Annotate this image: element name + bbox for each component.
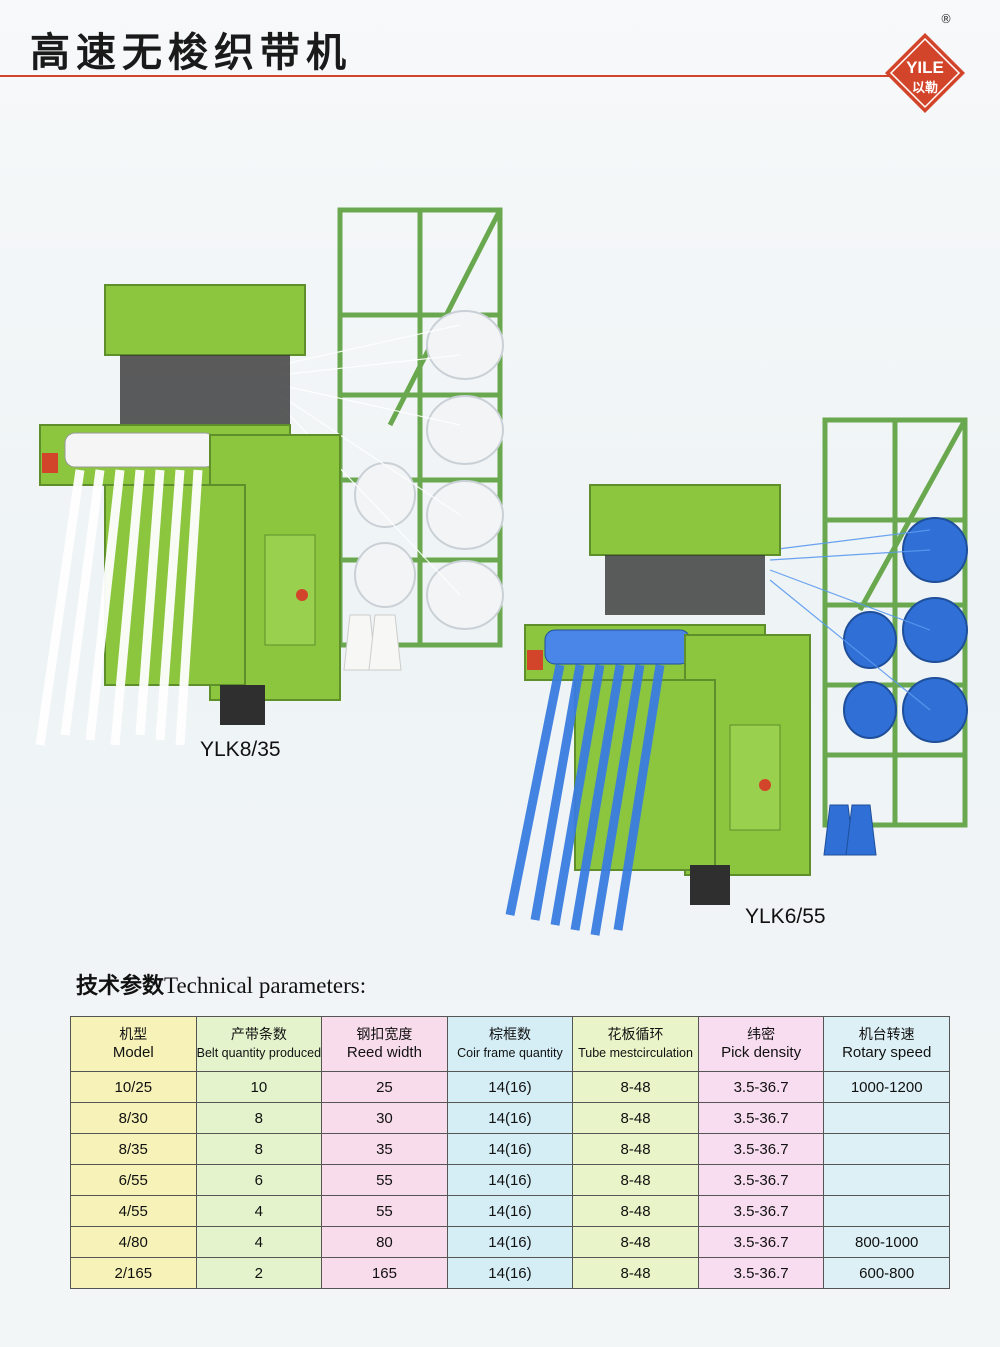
cell-coir-frame: 14(16) [446,1257,574,1289]
creel-frame [822,417,968,828]
cell-reed-width: 80 [321,1226,448,1258]
cell-model: 4/55 [70,1195,197,1227]
cell-rotary-speed: 800-1000 [823,1226,950,1258]
table-row: 4/55 4 55 14(16) 8-48 3.5-36.7 [70,1195,950,1227]
cell-tube-circulation: 8-48 [572,1164,699,1196]
cell-belt-quantity: 10 [195,1071,323,1103]
cell-belt-quantity: 4 [195,1195,323,1227]
cell-model: 8/35 [70,1133,197,1165]
cell-pick-density: 3.5-36.7 [697,1133,825,1165]
cell-model: 2/165 [70,1257,197,1289]
cell-tube-circulation: 8-48 [572,1102,699,1134]
cell-model: 10/25 [70,1071,197,1103]
yarn-cones [343,614,402,671]
machine-illustration-ylk8-35 [35,207,504,746]
cell-belt-quantity: 4 [195,1226,323,1258]
table-row: 2/165 2 165 14(16) 8-48 3.5-36.7 600-800 [70,1257,950,1289]
page-title: 高速无梭织带机 [30,29,352,76]
cell-rotary-speed [823,1102,950,1134]
table-row: 8/30 8 30 14(16) 8-48 3.5-36.7 [70,1102,950,1134]
logo-text-zh: 以勒 [912,80,938,96]
cell-tube-circulation: 8-48 [572,1257,699,1289]
yarn-threads [769,529,931,711]
cell-belt-quantity: 8 [195,1133,323,1165]
cell-reed-width: 55 [321,1164,448,1196]
cell-pick-density: 3.5-36.7 [697,1164,825,1196]
woven-tapes [35,469,203,746]
yarn-threads [279,324,461,596]
cell-tube-circulation: 8-48 [572,1226,699,1258]
cell-coir-frame: 14(16) [446,1102,574,1134]
table-row: 6/55 6 55 14(16) 8-48 3.5-36.7 [70,1164,950,1196]
cell-rotary-speed [823,1133,950,1165]
machine-caption-right: YLK6/55 [745,905,826,928]
brand-logo: YILE 以勒 [885,33,965,113]
cell-belt-quantity: 2 [195,1257,323,1289]
cell-belt-quantity: 6 [195,1164,323,1196]
yarn-cones [823,804,877,856]
table-row: 4/80 4 80 14(16) 8-48 3.5-36.7 800-1000 [70,1226,950,1258]
header-rule [0,75,910,77]
cell-rotary-speed [823,1164,950,1196]
params-heading-en: Technical parameters: [164,973,367,998]
cell-reed-width: 55 [321,1195,448,1227]
cell-rotary-speed: 1000-1200 [823,1071,950,1103]
logo-inner-border [889,37,961,109]
cell-coir-frame: 14(16) [446,1195,574,1227]
cell-model: 8/30 [70,1102,197,1134]
cell-pick-density: 3.5-36.7 [697,1226,825,1258]
cell-tube-circulation: 8-48 [572,1071,699,1103]
registered-mark: ® [940,12,952,26]
cell-reed-width: 35 [321,1133,448,1165]
cell-reed-width: 25 [321,1071,448,1103]
cell-tube-circulation: 8-48 [572,1133,699,1165]
logo-text-en: YILE [906,58,944,77]
cell-coir-frame: 14(16) [446,1071,574,1103]
cell-rotary-speed: 600-800 [823,1257,950,1289]
cell-pick-density: 3.5-36.7 [697,1195,825,1227]
table-row: 10/25 10 25 14(16) 8-48 3.5-36.7 1000-12… [70,1071,950,1103]
cell-pick-density: 3.5-36.7 [697,1257,825,1289]
machine-illustration-ylk6-55 [505,417,968,936]
cell-tube-circulation: 8-48 [572,1195,699,1227]
cell-coir-frame: 14(16) [446,1226,574,1258]
yarn-bobbins [843,517,968,743]
cell-coir-frame: 14(16) [446,1133,574,1165]
cell-belt-quantity: 8 [195,1102,323,1134]
cell-model: 4/80 [70,1226,197,1258]
machine-caption-left: YLK8/35 [200,738,281,761]
cell-pick-density: 3.5-36.7 [697,1102,825,1134]
woven-tapes [505,664,665,936]
cell-reed-width: 30 [321,1102,448,1134]
table-row: 8/35 8 35 14(16) 8-48 3.5-36.7 [70,1133,950,1165]
params-heading-zh: 技术参数 [76,974,165,999]
params-heading: 技术参数Technical parameters: [76,968,366,1000]
logo-diamond [885,33,965,113]
cell-reed-width: 165 [321,1257,448,1289]
cell-pick-density: 3.5-36.7 [697,1071,825,1103]
cell-coir-frame: 14(16) [446,1164,574,1196]
cell-model: 6/55 [70,1164,197,1196]
cell-rotary-speed [823,1195,950,1227]
loom-body [524,484,811,905]
